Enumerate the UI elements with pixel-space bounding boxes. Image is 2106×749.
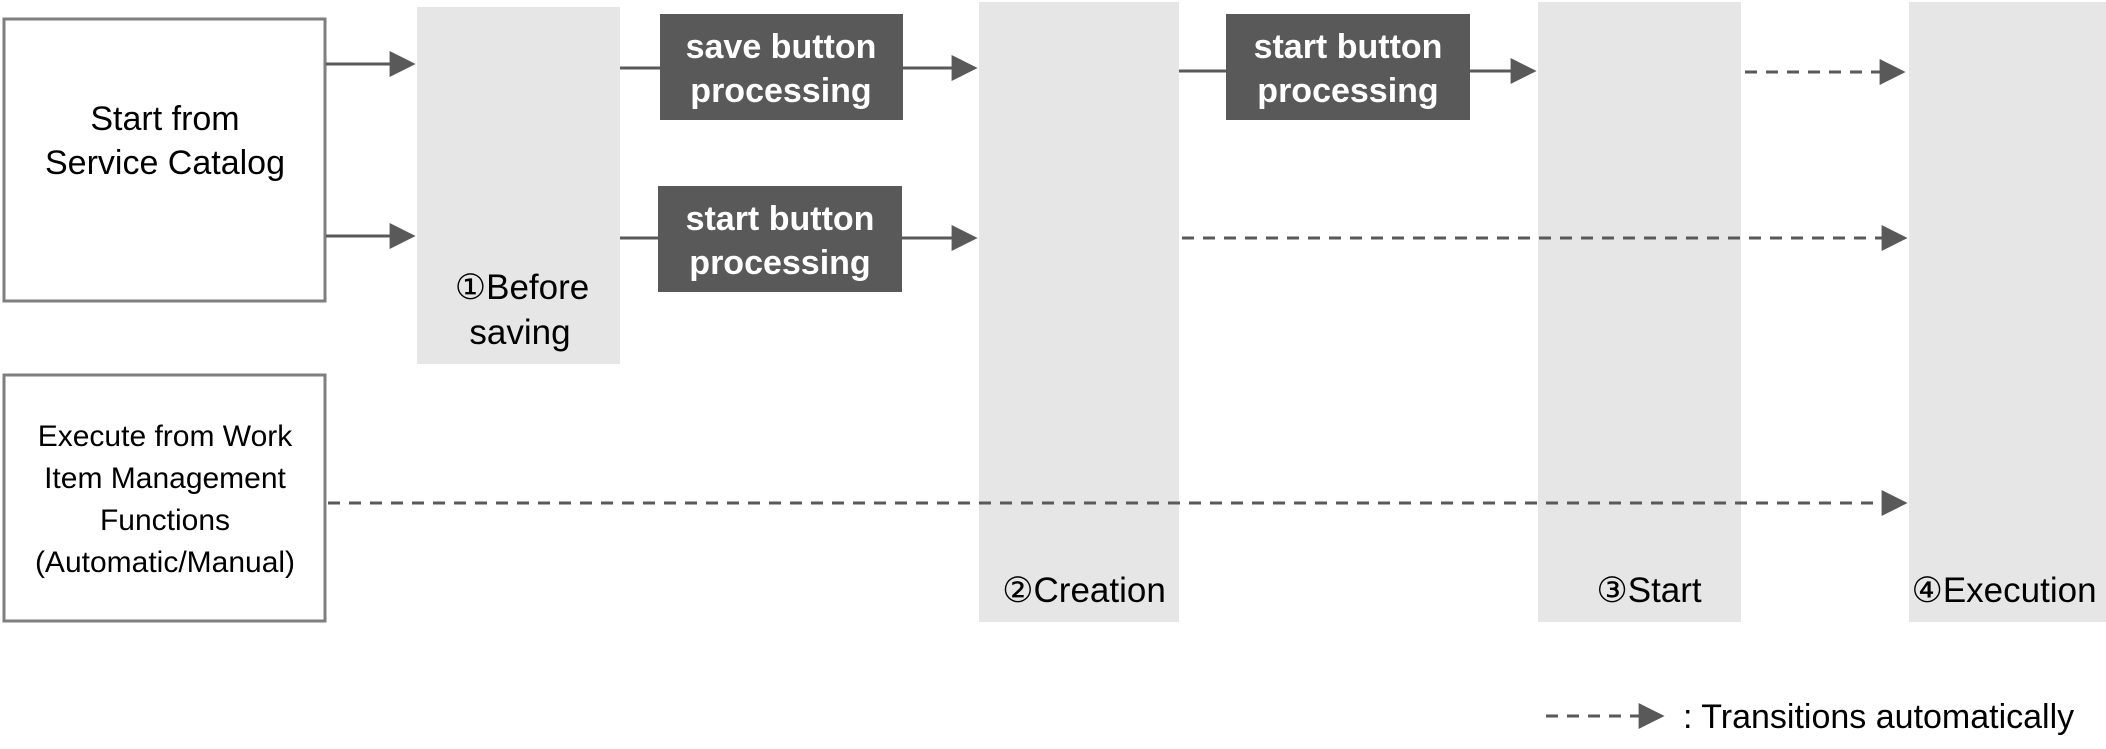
source-work-item-box xyxy=(2,373,327,623)
source-service-catalog-line2: Service Catalog xyxy=(45,144,285,182)
source-work-item-line3: Functions xyxy=(100,504,230,537)
source-work-item-line4: (Automatic/Manual) xyxy=(35,546,295,579)
stage-execution-label: ④Execution xyxy=(1911,571,2096,610)
legend-label: : Transitions automatically xyxy=(1683,698,2074,736)
start-button-processing-box-top xyxy=(1226,14,1470,120)
source-work-item-line2: Item Management xyxy=(44,462,286,495)
save-button-processing-line2: processing xyxy=(690,72,871,110)
stage-start-column xyxy=(1538,2,1741,622)
start-button-processing-mid-line1: start button xyxy=(686,200,875,238)
save-button-processing-line1: save button xyxy=(686,28,877,66)
start-button-processing-top-line1: start button xyxy=(1254,28,1443,66)
stage-start-label: ③Start xyxy=(1596,571,1702,610)
stage-before-saving-column xyxy=(417,7,620,364)
stage-before-saving-label-line2: saving xyxy=(469,313,570,352)
stage-before-saving-label-line1: ①Before xyxy=(455,268,590,307)
stage-execution-column xyxy=(1909,2,2106,622)
start-button-processing-mid-line2: processing xyxy=(689,244,870,282)
stage-creation-column xyxy=(979,2,1179,622)
source-service-catalog-line1: Start from xyxy=(90,100,239,138)
save-button-processing-box xyxy=(660,14,903,120)
stage-creation-label: ②Creation xyxy=(1002,571,1166,610)
source-service-catalog-box xyxy=(2,17,327,303)
start-button-processing-box-mid xyxy=(658,186,902,292)
source-work-item-line1: Execute from Work xyxy=(38,420,294,453)
start-button-processing-top-line2: processing xyxy=(1257,72,1438,110)
